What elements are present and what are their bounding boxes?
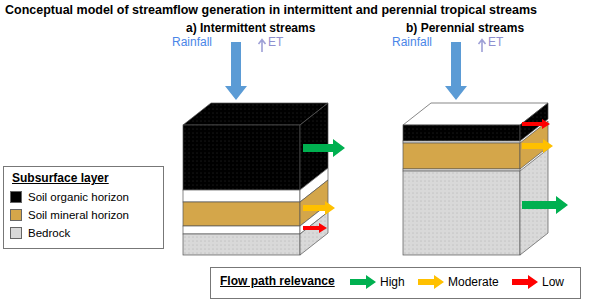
arrow-shape	[418, 275, 444, 289]
legend-item: Soil mineral horizon	[10, 209, 129, 221]
soil-block-intermittent	[183, 103, 328, 255]
et-label: ET	[488, 36, 503, 50]
panel-title: a) Intermittent streams	[186, 22, 315, 36]
legend-item: High	[350, 275, 405, 289]
legend-text: Soil mineral horizon	[28, 209, 129, 221]
legend-frame	[4, 167, 164, 249]
legend-heading: Subsurface layer	[12, 172, 109, 186]
arrow-shape	[512, 275, 538, 289]
legend-text: Soil organic horizon	[28, 191, 129, 203]
et-arrow	[259, 40, 486, 53]
rainfall-arrow	[225, 42, 247, 100]
rainfall-arrow	[445, 42, 467, 100]
flow-arrows-perennial	[522, 119, 568, 214]
rainfall-label: Rainfall	[172, 36, 212, 50]
legend-heading: Flow path relevance	[220, 275, 335, 289]
legend-item: Soil organic horizon	[10, 191, 129, 203]
legend-swatch	[10, 191, 22, 203]
arrow-shape	[350, 275, 376, 289]
rainfall-label: Rainfall	[392, 36, 432, 50]
legend-text: Bedrock	[28, 227, 70, 239]
flow-arrows-intermittent	[303, 139, 345, 233]
legend-swatch	[10, 227, 22, 239]
legend-arrow	[350, 275, 376, 289]
panel-title: b) Perennial streams	[406, 22, 524, 36]
legend-text: Low	[542, 275, 564, 289]
legend-text: High	[380, 275, 405, 289]
legend-item: Low	[512, 275, 564, 289]
legend-swatch	[10, 209, 22, 221]
legend-text: Moderate	[448, 275, 499, 289]
figure-title: Conceptual model of streamflow generatio…	[5, 3, 537, 17]
legend-item: Moderate	[418, 275, 499, 289]
legend-arrow	[512, 275, 538, 289]
legend-item: Bedrock	[10, 227, 70, 239]
et-label: ET	[268, 36, 283, 50]
legend-frame	[211, 268, 581, 299]
legend-arrow	[418, 275, 444, 289]
